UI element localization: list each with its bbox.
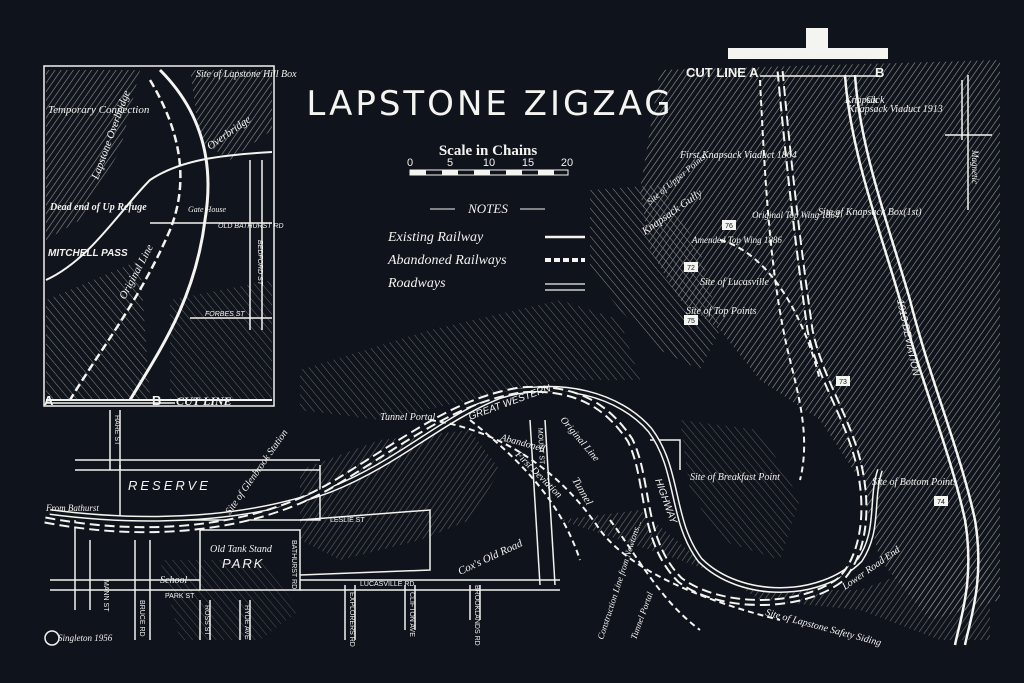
label: PARK ST (165, 593, 195, 600)
label: Tunnel (569, 476, 594, 508)
inset-cut-label: CUT LINE (176, 394, 232, 408)
svg-text:↑: ↑ (814, 32, 821, 47)
label: First Knapsack Viaduct 1864 (679, 150, 797, 161)
scale-tick: 5 (447, 157, 453, 169)
label: MITCHELL PASS (48, 248, 128, 259)
scale-tick: 20 (561, 157, 573, 169)
legend-abandoned: Abandoned Railways (387, 253, 507, 268)
label: Site of Knapsack Box(1st) (818, 207, 922, 218)
label: Gate House (188, 205, 226, 214)
label: Cox's Old Road (456, 537, 525, 577)
notes-heading: NOTES (467, 201, 508, 216)
label: Site of Lapstone Hill Box (196, 69, 297, 80)
label: Old Tank Stand (210, 544, 273, 555)
label: Site of Bottom Points (872, 477, 957, 488)
inset-cut-b: B (152, 393, 161, 408)
label: Original Top Wing 1864 (752, 210, 840, 220)
label: BROOKLANDS RD (473, 585, 480, 646)
label: ROSS ST (203, 605, 210, 636)
magnetic-north-arrow (945, 75, 992, 210)
street-labels: MANN ST PARK ST ROSS ST HARE ST LESLIE S… (102, 415, 545, 647)
label: Temporary Connection (48, 104, 150, 116)
label: Ck (866, 95, 878, 106)
signal-box-text: 73 down line 0·6kms signalmans cabin (739, 50, 876, 59)
label: Site of Top Points (686, 306, 757, 317)
inset-cut-a: A (44, 393, 54, 408)
label: HARE ST (113, 415, 120, 446)
cut-line-b: B (875, 65, 884, 80)
label: BEDFORD ST (256, 240, 263, 286)
signature: Singleton 1956 (44, 630, 113, 646)
legend (430, 208, 585, 291)
terrain-hachures (160, 60, 1000, 640)
scale-bar (409, 169, 569, 176)
label: Site of Breakfast Point (690, 472, 780, 483)
magnetic-label: Magnetic (970, 149, 980, 184)
scale-tick: 0 (407, 157, 413, 169)
label: School (160, 575, 187, 586)
label: PARK (222, 556, 264, 571)
label: Knapsack (844, 95, 885, 106)
km-posts: 76 72 75 73 74 (684, 220, 948, 506)
label: BATHURST RD (290, 540, 297, 589)
signature-text: Singleton 1956 (58, 633, 113, 643)
cut-line-a: CUT LINE A (686, 65, 759, 80)
km-post: 75 (687, 318, 695, 325)
scale-tick: 10 (483, 157, 495, 169)
label: Dead end of Up Refuge (49, 202, 147, 213)
label: Tunnel Portal (380, 412, 436, 423)
label: FORBES ST (205, 311, 245, 318)
map-title: LAPSTONE ZIGZAG (306, 84, 673, 124)
label: LUCASVILLE RD (360, 581, 414, 588)
label: Tunnel Portal (628, 590, 655, 641)
label: OLD BATHURST RD (218, 223, 284, 230)
label: Amended Top Wing 1886 (691, 235, 782, 245)
km-post: 74 (937, 499, 945, 506)
label: Site of Lucasville (700, 277, 769, 288)
label: Original Line (558, 415, 602, 464)
scale-tick: 15 (522, 157, 534, 169)
signal-box-callout: ↑ 73 down line 0·6kms signalmans cabin (728, 28, 888, 59)
label: Knapsack Viaduct 1913 (847, 104, 943, 115)
label: MANN ST (102, 580, 109, 612)
label: BRUCE RD (138, 600, 145, 637)
label: HYDE AVE (243, 605, 250, 640)
km-post: 72 (687, 265, 695, 272)
inset-map (43, 65, 275, 407)
label: LESLIE ST (330, 517, 365, 524)
label: MOUNT ST (536, 428, 545, 465)
legend-existing: Existing Railway (387, 230, 484, 245)
existing-railway (843, 74, 980, 646)
label: Site of Lapstone Safety Siding (764, 607, 882, 649)
km-post: 73 (839, 379, 847, 386)
legend-roadways: Roadways (387, 276, 446, 291)
label: RESERVE (128, 478, 211, 493)
scale-label: Scale in Chains (439, 143, 538, 159)
road-network (50, 410, 681, 640)
label: EXPLORERS RD (348, 592, 355, 647)
label: CLIFTON AVE (408, 592, 415, 637)
abandoned-railways (44, 69, 868, 631)
scale-ticks: 0 5 10 15 20 (407, 157, 573, 169)
label: From Bathurst (45, 503, 99, 513)
cut-lines (46, 75, 880, 404)
km-post: 76 (725, 223, 733, 230)
